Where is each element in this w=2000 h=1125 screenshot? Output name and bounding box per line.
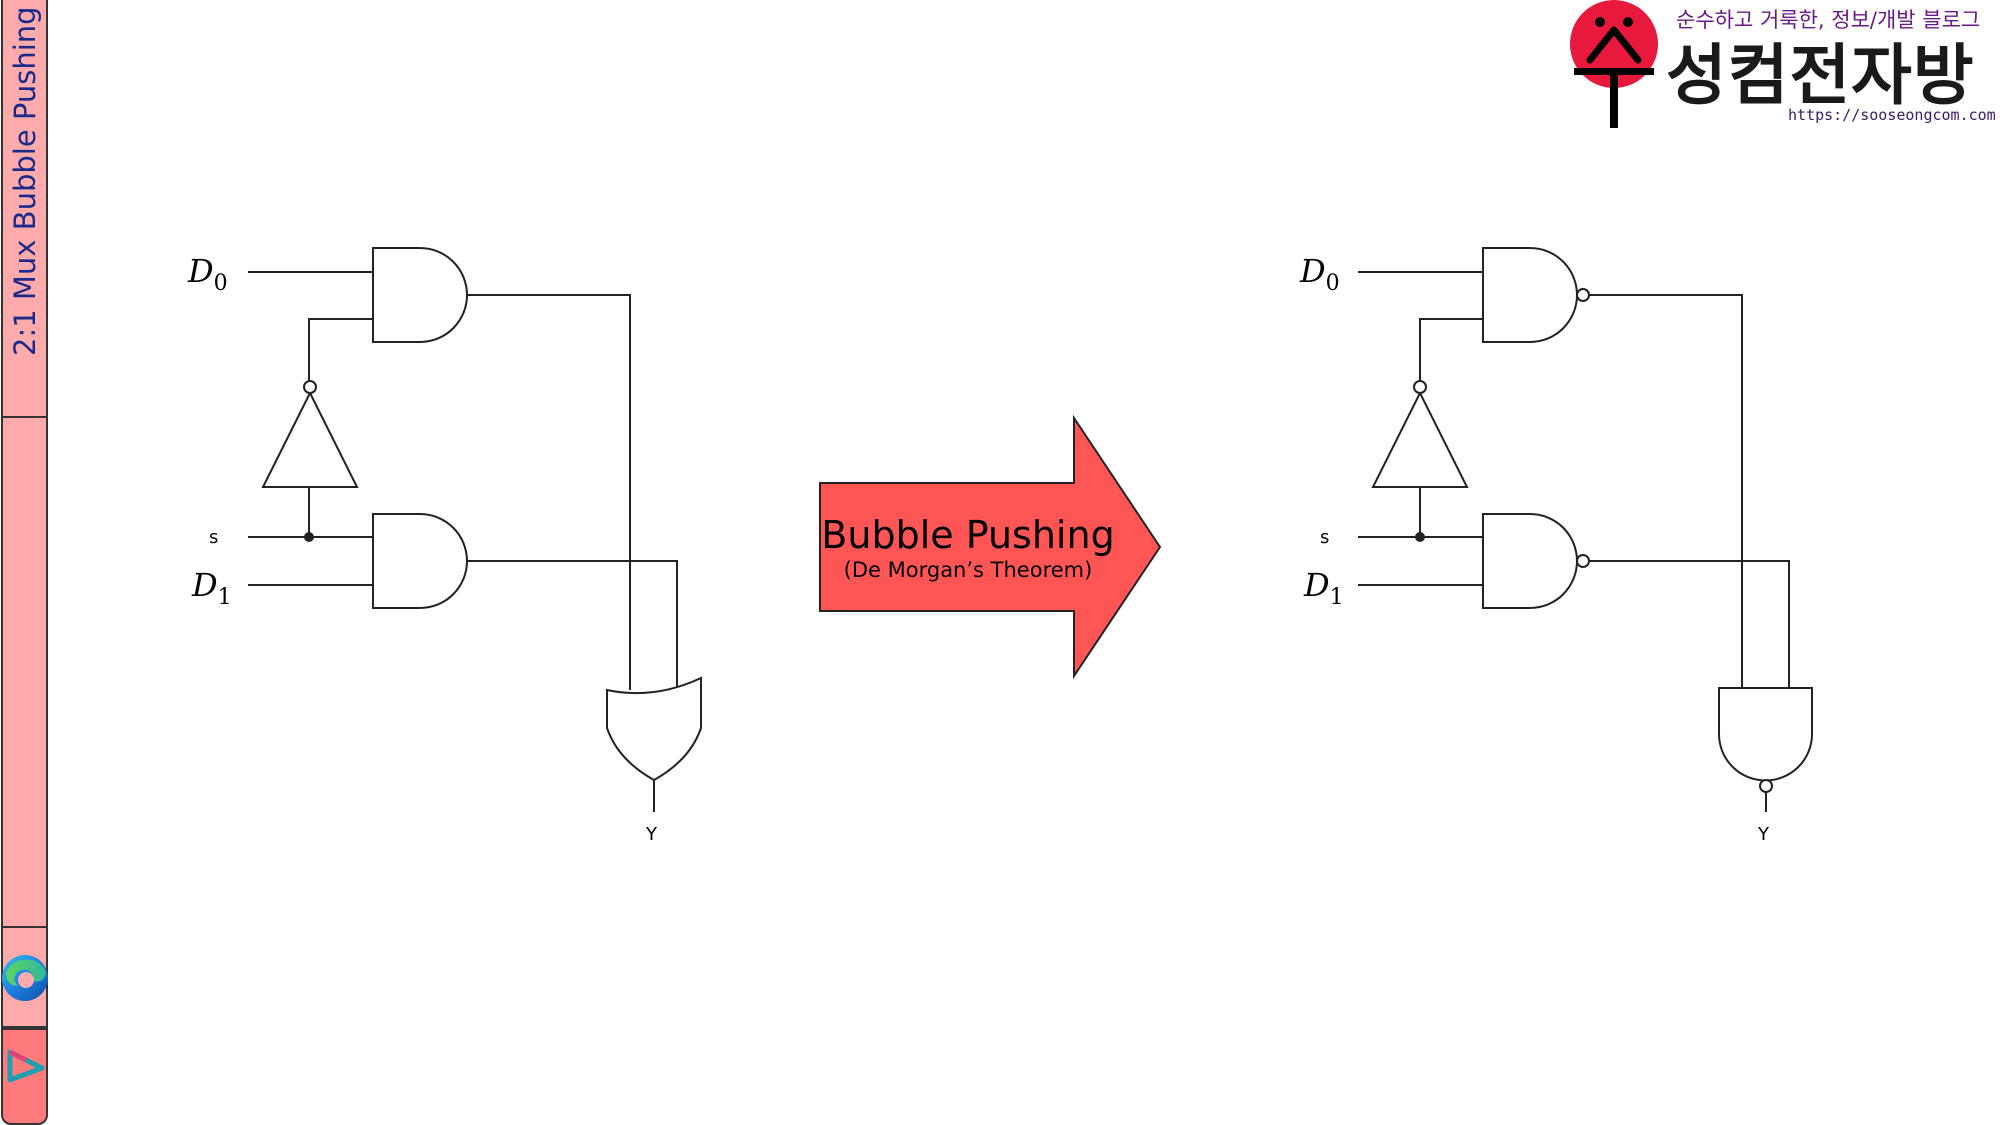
edge-browser-icon[interactable] [0,946,50,1006]
right-nand-gate-output [1718,687,1813,782]
brand-slogan: 순수하고 거룩한, 정보/개발 블로그 [1676,8,1981,32]
left-s-label: s [209,527,218,548]
right-top-out-wire [1589,294,1743,688]
arrow-title: Bubble Pushing [821,513,1114,557]
right-sbar-wire [1419,318,1483,381]
left-y-label: Y [645,824,658,845]
right-nand-gate-bottom [1482,513,1578,609]
right-nand-output-bubble [1759,779,1773,793]
left-and-gate-bottom [372,513,468,609]
left-circuit: D0 s D1 Y [187,247,702,845]
left-d1-label: D1 [191,566,232,610]
bubble-pushing-arrow: Bubble Pushing (De Morgan’s Theorem) [819,414,1162,680]
left-not-bubble [303,380,317,394]
right-d1-label: D1 [1303,566,1344,610]
right-not-bubble [1413,380,1427,394]
right-circuit: D0 s D1 Y [1299,247,1813,845]
right-not-gate [1371,390,1469,488]
right-nand-bottom-bubble [1576,554,1590,568]
left-top-out-wire [467,294,631,690]
brand-logo: 순수하고 거룩한, 정보/개발 블로그 성컴전자방 https://sooseo… [1560,0,2000,130]
sidebar-middle-panel [1,418,48,928]
arrow-shape [819,414,1162,680]
right-s-label: s [1320,527,1329,548]
left-and-gate-top [372,247,468,343]
arrow-subtitle: (De Morgan’s Theorem) [844,558,1093,582]
left-bottom-out-wire [467,560,678,690]
left-s-junction [304,532,314,542]
brand-face-icon [1570,0,1658,128]
app-launcher-icon[interactable] [6,1046,46,1086]
left-or-gate [606,676,702,782]
right-d0-label: D0 [1299,252,1340,296]
right-bottom-out-wire [1589,560,1790,688]
brand-name: 성컴전자방 [1666,37,1975,114]
left-sbar-wire [308,318,373,381]
brand-url[interactable]: https://sooseongcom.com [1788,106,1996,124]
right-nand-gate-top [1482,247,1578,343]
right-s-junction [1415,532,1425,542]
sidebar: 2:1 Mux Bubble Pushing [0,0,51,1125]
left-d0-label: D0 [187,252,228,296]
right-nand-top-bubble [1576,288,1590,302]
right-y-label: Y [1757,824,1770,845]
sidebar-title-panel [1,0,48,418]
left-not-gate [261,390,359,488]
